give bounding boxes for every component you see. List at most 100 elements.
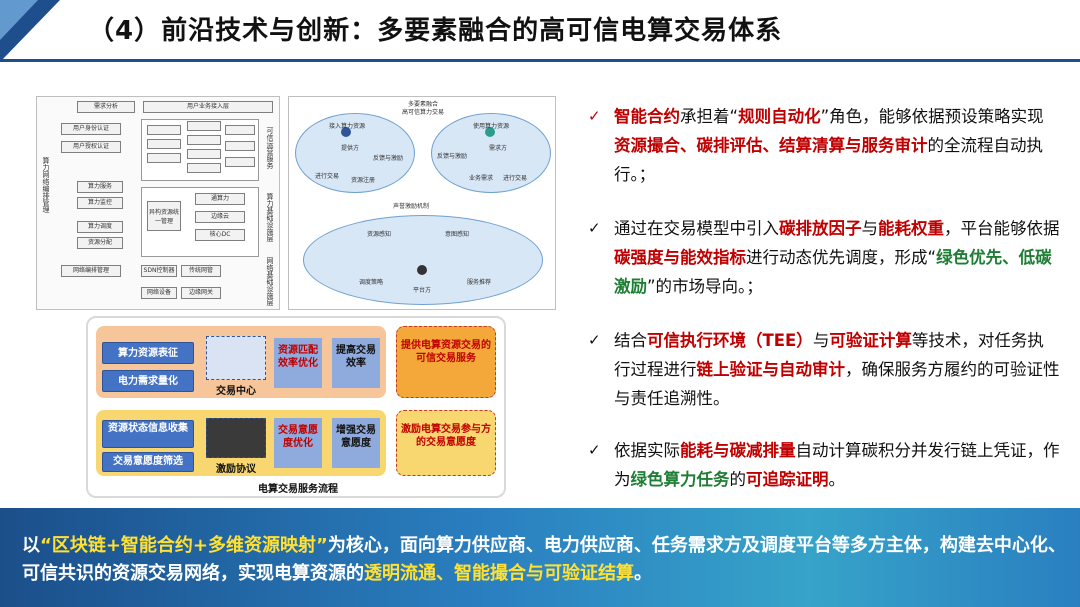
trading-center-icon — [206, 336, 266, 380]
diagram-label: 服务推荐 — [467, 279, 492, 286]
flow-box: 提高交易效率 — [332, 338, 380, 388]
diagram-cell — [187, 135, 221, 145]
check-icon: ✓ — [588, 331, 601, 349]
highlight: 资源撮合、碳排评估、结算清算与服务审计 — [614, 136, 928, 155]
flow-box: 交易意愿度优化 — [274, 418, 322, 468]
text-run: 的 — [729, 470, 747, 489]
diagram-box: 网络编排管理 — [61, 265, 121, 277]
highlight: 智能合约 — [614, 107, 680, 126]
slide-title: （4）前沿技术与创新：多要素融合的高可信电算交易体系 — [88, 16, 783, 46]
incentive-protocol-icon — [206, 418, 266, 458]
diagram-box: 用户业务接入层 — [143, 101, 273, 113]
diagram-vertical-label: 可信运营服务 — [266, 127, 274, 169]
provider-ellipse — [295, 113, 415, 193]
consumer-icon — [485, 127, 495, 137]
diagram-box: 异构资源统一管理 — [147, 201, 181, 231]
text-run: 通过在交易模型中引入 — [614, 219, 779, 238]
text-run: ，平台能够依据 — [944, 219, 1060, 238]
diagram-box: 算力服务 — [77, 181, 123, 193]
flow-outcome: 提供电算资源交易的可信交易服务 — [396, 326, 496, 398]
highlight: “区块链+智能合约+多维资源映射” — [40, 535, 328, 556]
highlight: 绿色优先、低碳激励 — [614, 248, 1052, 296]
diagram-cell — [187, 149, 221, 159]
diagram-box: 网络设备 — [141, 287, 177, 299]
diagram-label: 意图感知 — [445, 231, 470, 238]
text-run: 的全流程自动执行。； — [614, 136, 1043, 184]
bullet-item: ✓ 依据实际能耗与碳减排量自动计算碳积分并发行链上凭证，作为绿色算力任务的可追踪… — [588, 436, 1060, 494]
diagram-box: 算力调度 — [77, 221, 123, 233]
platform-icon — [417, 265, 427, 275]
highlight: 可信执行环境（TEE） — [647, 331, 813, 350]
architecture-diagram: 需求分析 用户业务接入层 算力网络编排管理 用户身份认证 用户授权认证 算力服务… — [36, 96, 280, 310]
diagram-label: 平台方 — [413, 287, 432, 294]
highlight: 能耗与碳减排量 — [680, 441, 796, 460]
diagram-vertical-label: 算力网络编排管理 — [42, 157, 50, 213]
bullet-text: 智能合约承担着“规则自动化”角色，能够依据预设策略实现资源撮合、碳排评估、结算清… — [590, 102, 1060, 189]
flow-box: 资源状态信息收集 — [102, 420, 194, 448]
diagram-label: 提供方 — [341, 145, 360, 152]
bullet-text: 依据实际能耗与碳减排量自动计算碳积分并发行链上凭证，作为绿色算力任务的可追踪证明… — [590, 436, 1060, 494]
diagram-box: SDN控制器 — [141, 265, 177, 277]
diagram-label: 使用算力资源 — [473, 123, 510, 130]
diagram-cell — [225, 125, 255, 135]
diagram-label: 资源感知 — [367, 231, 392, 238]
diagram-label: 反馈与激励 — [373, 155, 404, 162]
diagram-vertical-label: 算力基础设施层 — [266, 193, 274, 242]
diagram-label: 资源注册 — [351, 177, 376, 184]
diagram-box: 传统网管 — [181, 265, 221, 277]
flow-title: 电算交易服务流程 — [258, 484, 338, 495]
diagram-box: 资源分配 — [77, 237, 123, 249]
flow-box: 资源匹配效率优化 — [274, 338, 322, 388]
highlight: 可验证计算 — [829, 331, 912, 350]
diagram-vertical-label: 网络基础设施层 — [266, 257, 274, 306]
text-run: 依据实际 — [614, 441, 680, 460]
diagram-label: 声誉激励机制 — [393, 203, 430, 210]
diagram-box: 算力监控 — [77, 197, 123, 209]
diagram-box: 核心DC — [195, 229, 245, 241]
diagram-box: 通算力 — [195, 193, 245, 205]
diagram-cell — [225, 157, 255, 167]
diagram-cell — [187, 121, 221, 131]
diagram-label: 业务需求 — [469, 175, 494, 182]
platform-ellipse — [303, 215, 543, 305]
check-icon: ✓ — [588, 219, 601, 237]
diagram-label: 进行交易 — [315, 173, 340, 180]
bullet-text: 结合可信执行环境（TEE）与可验证计算等技术，对任务执行过程进行链上验证与自动审… — [590, 326, 1060, 413]
service-flow-diagram: 算力资源表征 电力需求量化 交易中心 资源匹配效率优化 提高交易效率 提供电算资… — [86, 316, 506, 498]
summary-text: 以“区块链+智能合约+多维资源映射”为核心，面向算力供应商、电力供应商、任务需求… — [22, 532, 1067, 588]
diagram-box: 用户身份认证 — [61, 123, 121, 135]
bullet-item: ✓ 结合可信执行环境（TEE）与可验证计算等技术，对任务执行过程进行链上验证与自… — [588, 326, 1060, 413]
flow-caption: 交易中心 — [216, 386, 256, 397]
text-run: 。 — [828, 470, 846, 489]
highlight: 透明流通、智能撮合与可验证结算 — [364, 563, 634, 584]
diagram-cell — [225, 141, 255, 151]
check-icon: ✓ — [588, 107, 601, 125]
text-run: ，确保服务方履约的可验证性与责任追溯性。 — [614, 360, 1060, 408]
diagram-title: 多要素融合 高可信算力交易 — [401, 101, 444, 116]
summary-banner: 以“区块链+智能合约+多维资源映射”为核心，面向算力供应商、电力供应商、任务需求… — [0, 508, 1080, 607]
highlight: 碳强度与能效指标 — [614, 248, 746, 267]
text-run: ”的市场导向。； — [647, 277, 763, 296]
trading-ecosystem-diagram: 多要素融合 高可信算力交易 接入算力资源 提供方 进行交易 资源注册 反馈与激励… — [288, 96, 556, 310]
flow-box: 算力资源表征 — [102, 342, 194, 364]
flow-box: 增强交易意愿度 — [332, 418, 380, 468]
highlight: 碳排放因子 — [779, 219, 862, 238]
diagram-cell — [147, 139, 181, 149]
diagram-cell — [147, 125, 181, 135]
text-run: 进行动态优先调度，形成“ — [746, 248, 937, 267]
text-run: 。 — [634, 563, 652, 584]
diagram-cell — [147, 153, 181, 163]
highlight: 规则自动化 — [738, 107, 821, 126]
diagram-box: 边缘网关 — [181, 287, 221, 299]
text-run: 以 — [22, 535, 40, 556]
provider-icon — [341, 127, 351, 137]
diagram-cell — [187, 163, 221, 173]
diagram-label: 接入算力资源 — [329, 123, 366, 130]
diagram-label: 进行交易 — [503, 175, 528, 182]
slide-header: （4）前沿技术与创新：多要素融合的高可信电算交易体系 — [0, 0, 1080, 62]
highlight: 链上验证与自动审计 — [696, 360, 846, 379]
bullet-item: ✓ 智能合约承担着“规则自动化”角色，能够依据预设策略实现资源撮合、碳排评估、结… — [588, 102, 1060, 189]
diagram-label: 调度策略 — [359, 279, 384, 286]
diagram-label: 需求方 — [489, 145, 508, 152]
check-icon: ✓ — [588, 441, 601, 459]
